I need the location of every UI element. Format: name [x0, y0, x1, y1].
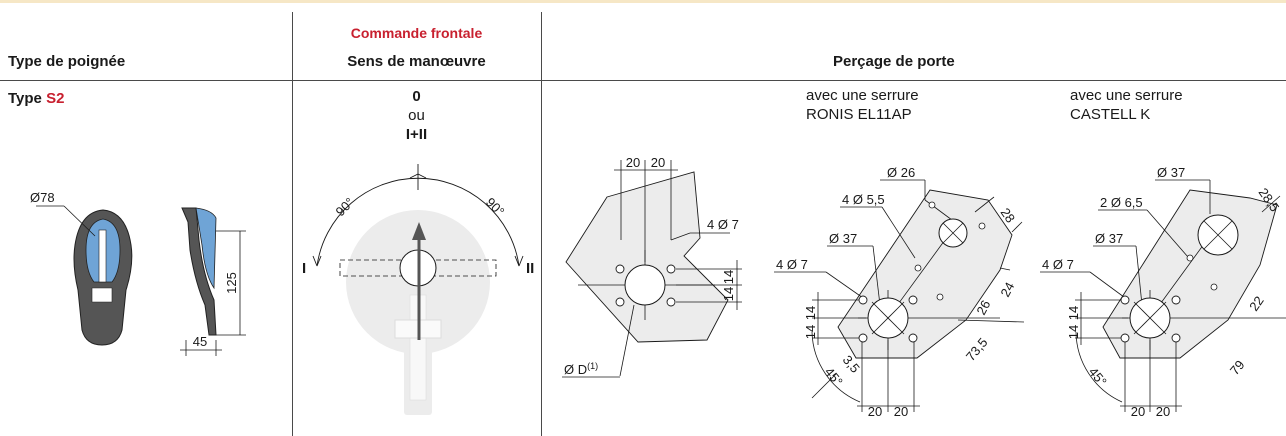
handle-side-view [180, 207, 246, 356]
drill1-dim-14a: 14 [721, 270, 736, 284]
drill2-dim-20a: 20 [868, 404, 882, 419]
drill3-small-holes: 2 Ø 6,5 [1100, 195, 1143, 210]
drill1-dim-14b: 14 [721, 287, 736, 301]
drill3-lock-diameter: Ø 37 [1157, 165, 1185, 180]
handle-height-dim: 125 [224, 272, 239, 294]
drill2-caption-line1: avec une serrure [806, 87, 919, 104]
drill2-diagram [774, 179, 1025, 412]
drill2-dim-20b: 20 [894, 404, 908, 419]
drill1-diagram [562, 160, 742, 378]
angle-right-label: 90° [483, 195, 508, 220]
column-divider-2 [541, 12, 542, 436]
drill2-angle: 45° [822, 364, 846, 389]
position-or: ou [408, 107, 425, 124]
drill2-dim-28: 28 [998, 205, 1019, 225]
drill3-dim-22: 22 [1246, 293, 1267, 313]
drill2-dim-26: 26 [973, 298, 993, 318]
handle-diameter: Ø78 [30, 190, 55, 205]
handle-type-code: S2 [46, 90, 65, 107]
drill2-dim-14b: 14 [803, 325, 818, 339]
drill2-dim-73-5: 73,5 [963, 335, 991, 364]
drill3-dim-14a: 14 [1066, 306, 1081, 320]
header-front-control: Commande frontale [350, 25, 483, 41]
handle-type-prefix: Type [8, 90, 47, 107]
header-handle-type: Type de poignée [8, 53, 126, 70]
position-zero: 0 [412, 88, 421, 105]
drill2-lock-diameter: Ø 26 [887, 165, 915, 180]
drill2-dim-14a: 14 [803, 306, 818, 320]
position-label-two: II [526, 260, 534, 277]
angle-left-label: 90° [333, 195, 358, 220]
position-label-one: I [302, 260, 306, 277]
operation-diagram [312, 164, 524, 415]
header-rule [0, 80, 1286, 81]
drill3-holes: 4 Ø 7 [1042, 257, 1074, 272]
drill1-centre: Ø D(1) [564, 361, 598, 377]
top-border [0, 0, 1286, 3]
drill3-diagram [1040, 179, 1286, 412]
handle-type-label: Type S2 [8, 90, 64, 107]
drill3-dim-20b: 20 [1156, 404, 1170, 419]
drill2-centre: Ø 37 [829, 231, 857, 246]
drill1-dim-20a: 20 [626, 155, 640, 170]
header-door-drilling: Perçage de porte [833, 53, 955, 70]
header-operation-direction: Sens de manœuvre [347, 53, 486, 70]
drill3-dim-20a: 20 [1131, 404, 1145, 419]
drill2-small-holes: 4 Ø 5,5 [842, 192, 885, 207]
drill1-footnote: (1) [587, 361, 598, 371]
drill3-angle: 45° [1086, 364, 1110, 389]
column-divider-1 [292, 12, 293, 436]
drill1-centre-text: Ø D [564, 362, 587, 377]
drill3-caption-line1: avec une serrure [1070, 87, 1183, 104]
drill3-caption-line2: CASTELL K [1070, 106, 1151, 123]
position-one-two: I+II [405, 126, 428, 143]
drill2-holes: 4 Ø 7 [776, 257, 808, 272]
drill2-dim-24: 24 [997, 280, 1017, 300]
handle-front-view [36, 205, 133, 346]
handle-width-dim: 45 [193, 334, 207, 349]
drill2-caption-line2: RONIS EL11AP [806, 106, 912, 123]
drill1-dim-20b: 20 [651, 155, 665, 170]
drill3-centre: Ø 37 [1095, 231, 1123, 246]
drill3-dim-14b: 14 [1066, 325, 1081, 339]
drill3-dim-79: 79 [1227, 357, 1248, 378]
drill1-holes: 4 Ø 7 [707, 217, 739, 232]
